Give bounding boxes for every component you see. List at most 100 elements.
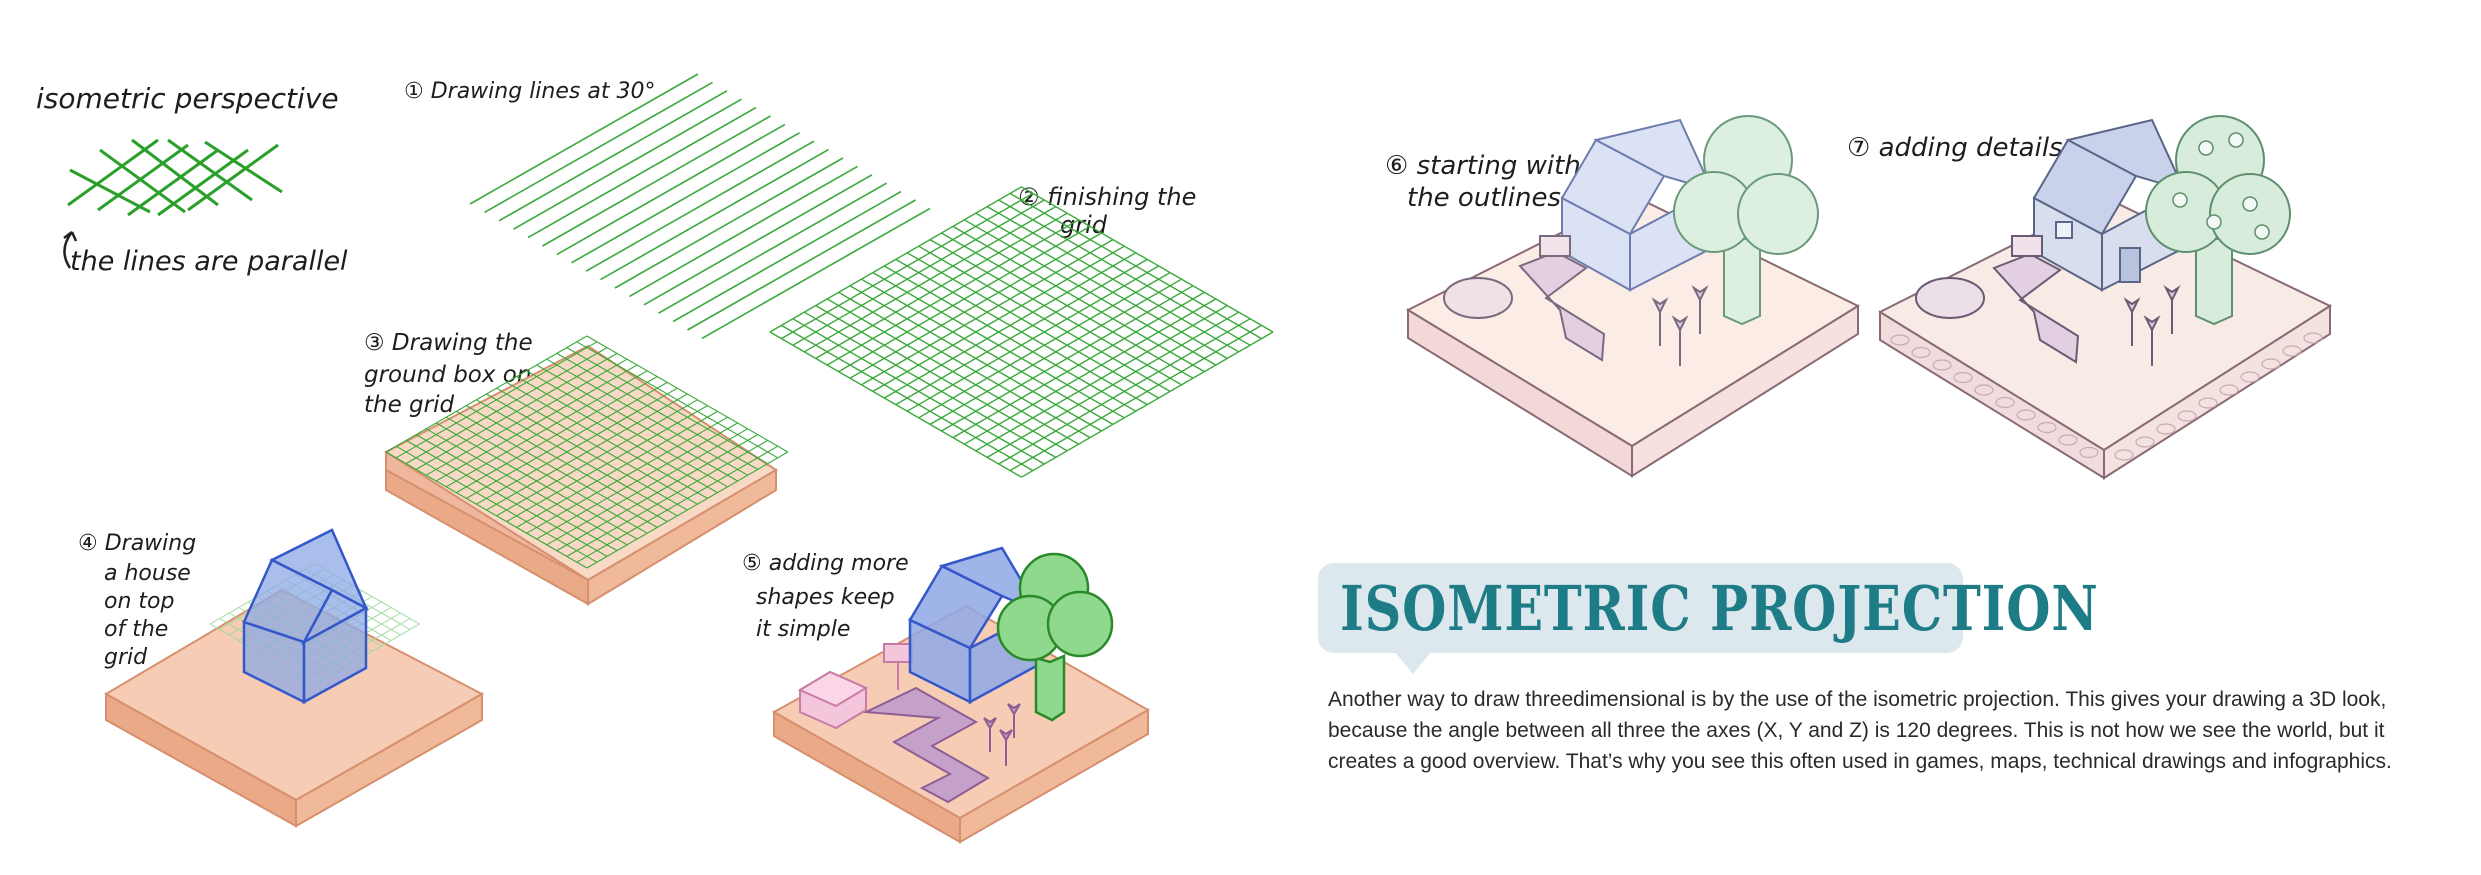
stone [2058, 434, 2078, 446]
step7-side-stones [1890, 332, 2323, 461]
stone [2261, 358, 2281, 370]
stone [2303, 332, 2323, 344]
grid-line [496, 399, 698, 517]
grid-line [769, 186, 1022, 333]
stone [2079, 446, 2099, 459]
stone [1890, 334, 1910, 346]
step5-label-line3: it simple [756, 617, 850, 642]
step6-plants [1651, 285, 1709, 366]
grid-line [769, 331, 1022, 478]
grid-line [975, 212, 1228, 360]
stone [2282, 345, 2302, 357]
grid-line [571, 132, 800, 264]
step5-box [797, 670, 869, 730]
step3-grid-overlay [385, 335, 789, 569]
grid-line [576, 445, 779, 563]
step6-path [1518, 250, 1606, 362]
grid-line [576, 341, 779, 459]
step6-mailbox [1539, 235, 1571, 257]
stone [2037, 421, 2057, 434]
step5-label-line1: ⑤ adding more [742, 551, 909, 576]
grid-line [952, 225, 1205, 373]
intro-parallel-lines [67, 138, 283, 217]
grid-line [629, 165, 858, 298]
grid-line [556, 434, 758, 552]
step6-label-line1: ⑥ starting with [1385, 151, 1581, 181]
step6-tree [1673, 115, 1819, 326]
grid-line [566, 347, 769, 465]
grid-line [566, 439, 769, 557]
grid-line [526, 370, 728, 488]
grid-line [536, 364, 738, 482]
stone [2240, 371, 2260, 383]
page-title: ISOMETRIC PROJECTION [1340, 572, 2099, 645]
step4-label-line1: ④ Drawing [78, 531, 196, 556]
step5-label-line2: shapes keep [756, 585, 895, 610]
grid-line [536, 422, 738, 540]
grid-line [906, 265, 1160, 412]
grid-line [527, 106, 757, 239]
curved-arrow-icon [63, 231, 78, 269]
grid-line [963, 219, 1217, 366]
grid-line [998, 199, 1251, 346]
step4-label-line4: of the [104, 617, 168, 642]
grid-line [585, 140, 815, 272]
title-banner [1318, 563, 1963, 653]
step3-label-line2: ground box on [364, 362, 531, 388]
grid-line [546, 428, 748, 546]
grid-line [1021, 331, 1274, 478]
grid-line [586, 335, 789, 453]
grid-line [1009, 324, 1262, 472]
grid-line [614, 157, 844, 289]
grid-line [546, 358, 748, 476]
stone [2135, 436, 2155, 448]
step1-label: ① Drawing lines at 30° [404, 79, 655, 104]
stone [2177, 410, 2197, 422]
step6-label-line2: the outlines [1407, 183, 1561, 213]
grid-line [672, 190, 902, 323]
grid-line [516, 376, 718, 494]
stone [1911, 346, 1931, 359]
grid-line [643, 174, 873, 306]
grid-line [556, 123, 786, 256]
grid-line [556, 352, 758, 470]
step4-house [242, 528, 369, 705]
grid-line [484, 81, 713, 214]
grid-line [506, 381, 708, 499]
step5-tree [996, 552, 1114, 722]
stone [2016, 409, 2036, 421]
grid-line [486, 393, 688, 511]
grid-line [542, 115, 771, 247]
grid-line [513, 98, 742, 230]
parallel-note: the lines are parallel [70, 246, 348, 277]
grid-line [941, 232, 1194, 379]
stone [2219, 384, 2239, 396]
step2-label-line1: ② finishing the [1018, 183, 1196, 211]
grid-line [986, 311, 1240, 459]
step4-label-line3: on top [104, 589, 174, 614]
grid-line [918, 271, 1171, 419]
grid-line [986, 205, 1240, 353]
description-paragraph: Another way to draw threedimensional is … [1328, 688, 2392, 773]
step5-path [862, 686, 990, 804]
stone [2198, 397, 2218, 409]
step6-rock [1443, 277, 1513, 319]
grid-line [658, 182, 887, 314]
grid-line [963, 298, 1217, 445]
grid-line [586, 451, 789, 569]
grid-line [1009, 192, 1262, 340]
grid-line [918, 245, 1171, 393]
grid-line [998, 318, 1251, 465]
iso-heading: isometric perspective [36, 82, 339, 115]
grid-line [895, 258, 1148, 406]
grid-line [975, 304, 1228, 452]
step7-plants [2123, 285, 2181, 366]
step7-mailbox [2011, 235, 2043, 257]
grid-line [516, 410, 718, 528]
grid-line [952, 291, 1205, 439]
stone [2156, 423, 2176, 435]
grid-line [701, 207, 931, 340]
step1-line-set [469, 73, 931, 340]
grid-line [496, 387, 698, 505]
